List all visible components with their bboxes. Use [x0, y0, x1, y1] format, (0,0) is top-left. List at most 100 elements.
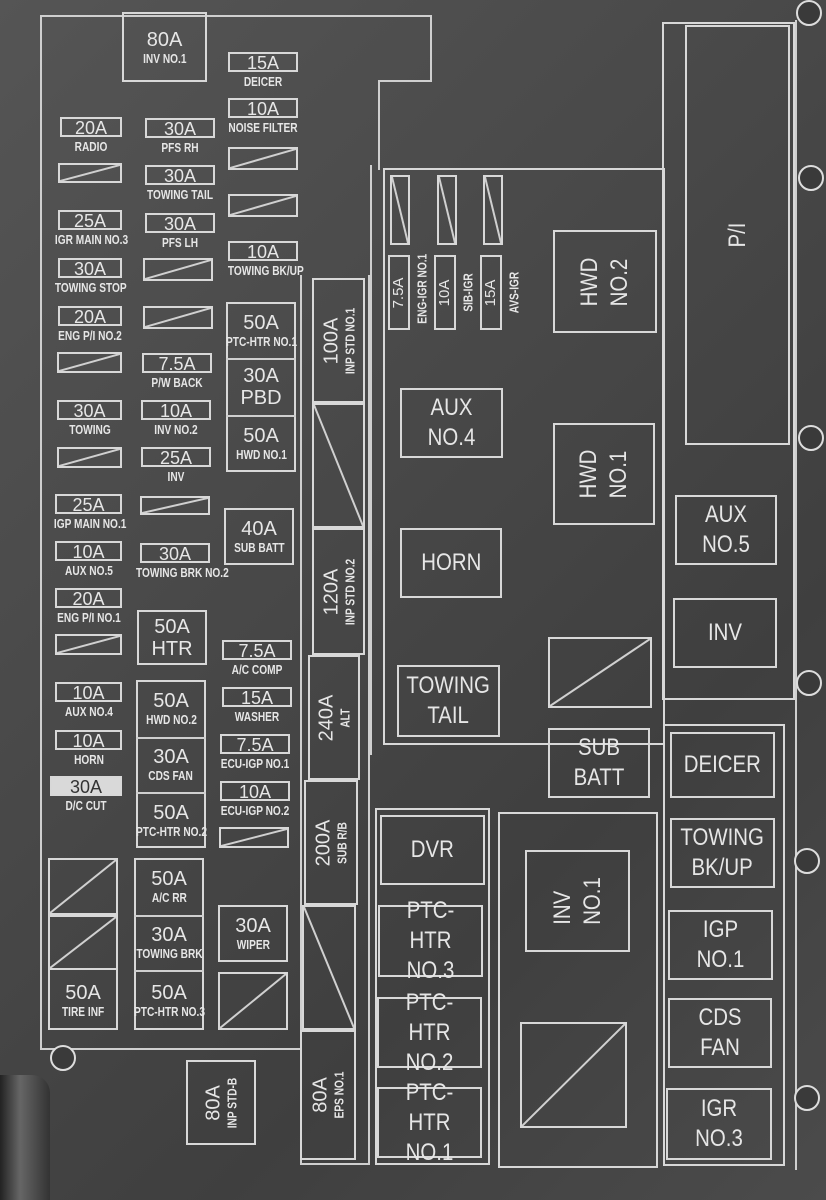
- relay-label: PTC-HTR NO.3: [406, 897, 455, 984]
- fuse-group: [136, 680, 206, 848]
- fuse-eng_pi2: 20A: [58, 306, 122, 326]
- fuse-rating: 30A: [243, 364, 279, 387]
- empty-slot: [390, 175, 410, 245]
- slash-mark: [220, 974, 286, 1028]
- slash-mark: [60, 165, 120, 181]
- fuse-label: SUB BATT: [233, 540, 285, 555]
- slash-mark: [50, 917, 116, 968]
- relay-label: DVR: [410, 836, 455, 863]
- outline-line: [134, 970, 204, 972]
- outline-line: [226, 415, 296, 417]
- fuse-pfs_lh: 30A: [145, 213, 215, 233]
- relay-column-outline: [662, 22, 795, 700]
- fuse-label: AUX NO.4: [64, 704, 113, 719]
- fuse-rating: 50A: [65, 981, 101, 1004]
- fuse-rating: 50A: [243, 311, 279, 334]
- fuse-label: PFS RH: [161, 140, 199, 155]
- fuse-rating: 15A: [246, 53, 280, 73]
- outline-line: [40, 15, 42, 1050]
- fuse-content: 15A: [482, 279, 500, 306]
- fuse-label: RADIO: [74, 139, 108, 154]
- slash-mark: [439, 177, 455, 243]
- fuse-label: EPS NO.1: [331, 1071, 347, 1119]
- fuse-label: CDS FAN: [148, 768, 194, 783]
- fuse-rating: 80A: [309, 1077, 332, 1113]
- relay-column-outline: [663, 724, 785, 1166]
- relay-content: P/I: [723, 220, 753, 249]
- fuse-igr_main3: 25A: [58, 210, 122, 230]
- empty-slot: [302, 905, 356, 1030]
- relay-label: TOWING TAIL: [406, 672, 491, 729]
- empty-slot: [58, 163, 122, 183]
- fuse-rating: 10A: [72, 683, 105, 703]
- empty-slot: [437, 175, 457, 245]
- fuse-rating: 200A: [312, 819, 335, 866]
- fuse-rating: 20A: [74, 118, 108, 138]
- fuse-rating: 10A: [246, 242, 280, 262]
- fuse-rating: 10A: [246, 99, 280, 119]
- fuse-deicer_f: 15A: [228, 52, 298, 72]
- empty-slot: [143, 306, 213, 329]
- relay-pi: P/I: [685, 25, 790, 445]
- fuse-pw_back: 7.5A: [142, 353, 212, 373]
- fuse-rating: 30A: [235, 915, 271, 937]
- empty-slot: [520, 1022, 627, 1128]
- empty-slot: [143, 258, 213, 281]
- fuse-rating: 80A: [202, 1084, 225, 1121]
- fuse-label: WIPER: [236, 937, 270, 952]
- fuse-towing_bkup_f: 10A: [228, 241, 298, 261]
- fuse-label: TOWING TAIL: [146, 187, 214, 202]
- fuse-label: PBD: [240, 386, 282, 409]
- mounting-hole-icon: [794, 1085, 820, 1111]
- relay-aux5: AUX NO.5: [675, 495, 777, 565]
- outline-line: [300, 1163, 370, 1165]
- fuse-rating: 7.5A: [390, 277, 407, 308]
- fuse-label: PTC-HTR NO.1: [225, 333, 297, 349]
- fuse-rating: 7.5A: [236, 735, 274, 755]
- fuse-rating: 15A: [482, 279, 499, 306]
- fuse-label: NOISE FILTER: [228, 120, 298, 135]
- fuse-label: TOWING STOP: [54, 280, 127, 295]
- relay-content: PTC-HTR NO.1: [379, 1079, 480, 1166]
- fuse-rating: 30A: [73, 401, 106, 421]
- relay-label: IGR NO.3: [695, 1095, 743, 1152]
- relay-content: INV: [675, 600, 775, 666]
- outline-line: [795, 20, 797, 1170]
- fuse-label: ENG P/I NO.1: [56, 610, 121, 625]
- fuse-horn_f: 10A: [55, 730, 122, 750]
- slash-mark: [522, 1024, 625, 1126]
- fuse-label: AUX NO.5: [64, 563, 113, 578]
- fuse-label: A/C RR: [151, 890, 187, 905]
- fuse-label: ENG P/I NO.2: [58, 328, 122, 343]
- relay-label: PTC-HTR NO.2: [405, 988, 454, 1076]
- fuse-rating: 40A: [241, 518, 277, 540]
- fuse-rating: 30A: [163, 119, 197, 139]
- fuse-label: ALT: [337, 708, 353, 727]
- slash-mark: [59, 354, 120, 371]
- relay-label: P/I: [723, 222, 751, 248]
- fuse-inv_f: 25A: [141, 447, 211, 467]
- fuse-rating: 7.5A: [158, 354, 196, 374]
- fuse-rating: 80A: [146, 28, 183, 51]
- relay-column-outline: [498, 812, 658, 1168]
- fuse-label: INP STD NO.2: [342, 558, 357, 625]
- relay-label: INV: [707, 619, 742, 646]
- mounting-hole-icon: [798, 425, 824, 451]
- relay-igr3: IGR NO.3: [666, 1088, 772, 1160]
- fuse-rating: 50A: [243, 425, 279, 447]
- relay-label: TOWING BK/UP: [680, 824, 765, 881]
- fuse-rating: 30A: [73, 259, 107, 279]
- fuse-rating: 120A: [320, 568, 342, 615]
- relay-horn: HORN: [400, 528, 502, 598]
